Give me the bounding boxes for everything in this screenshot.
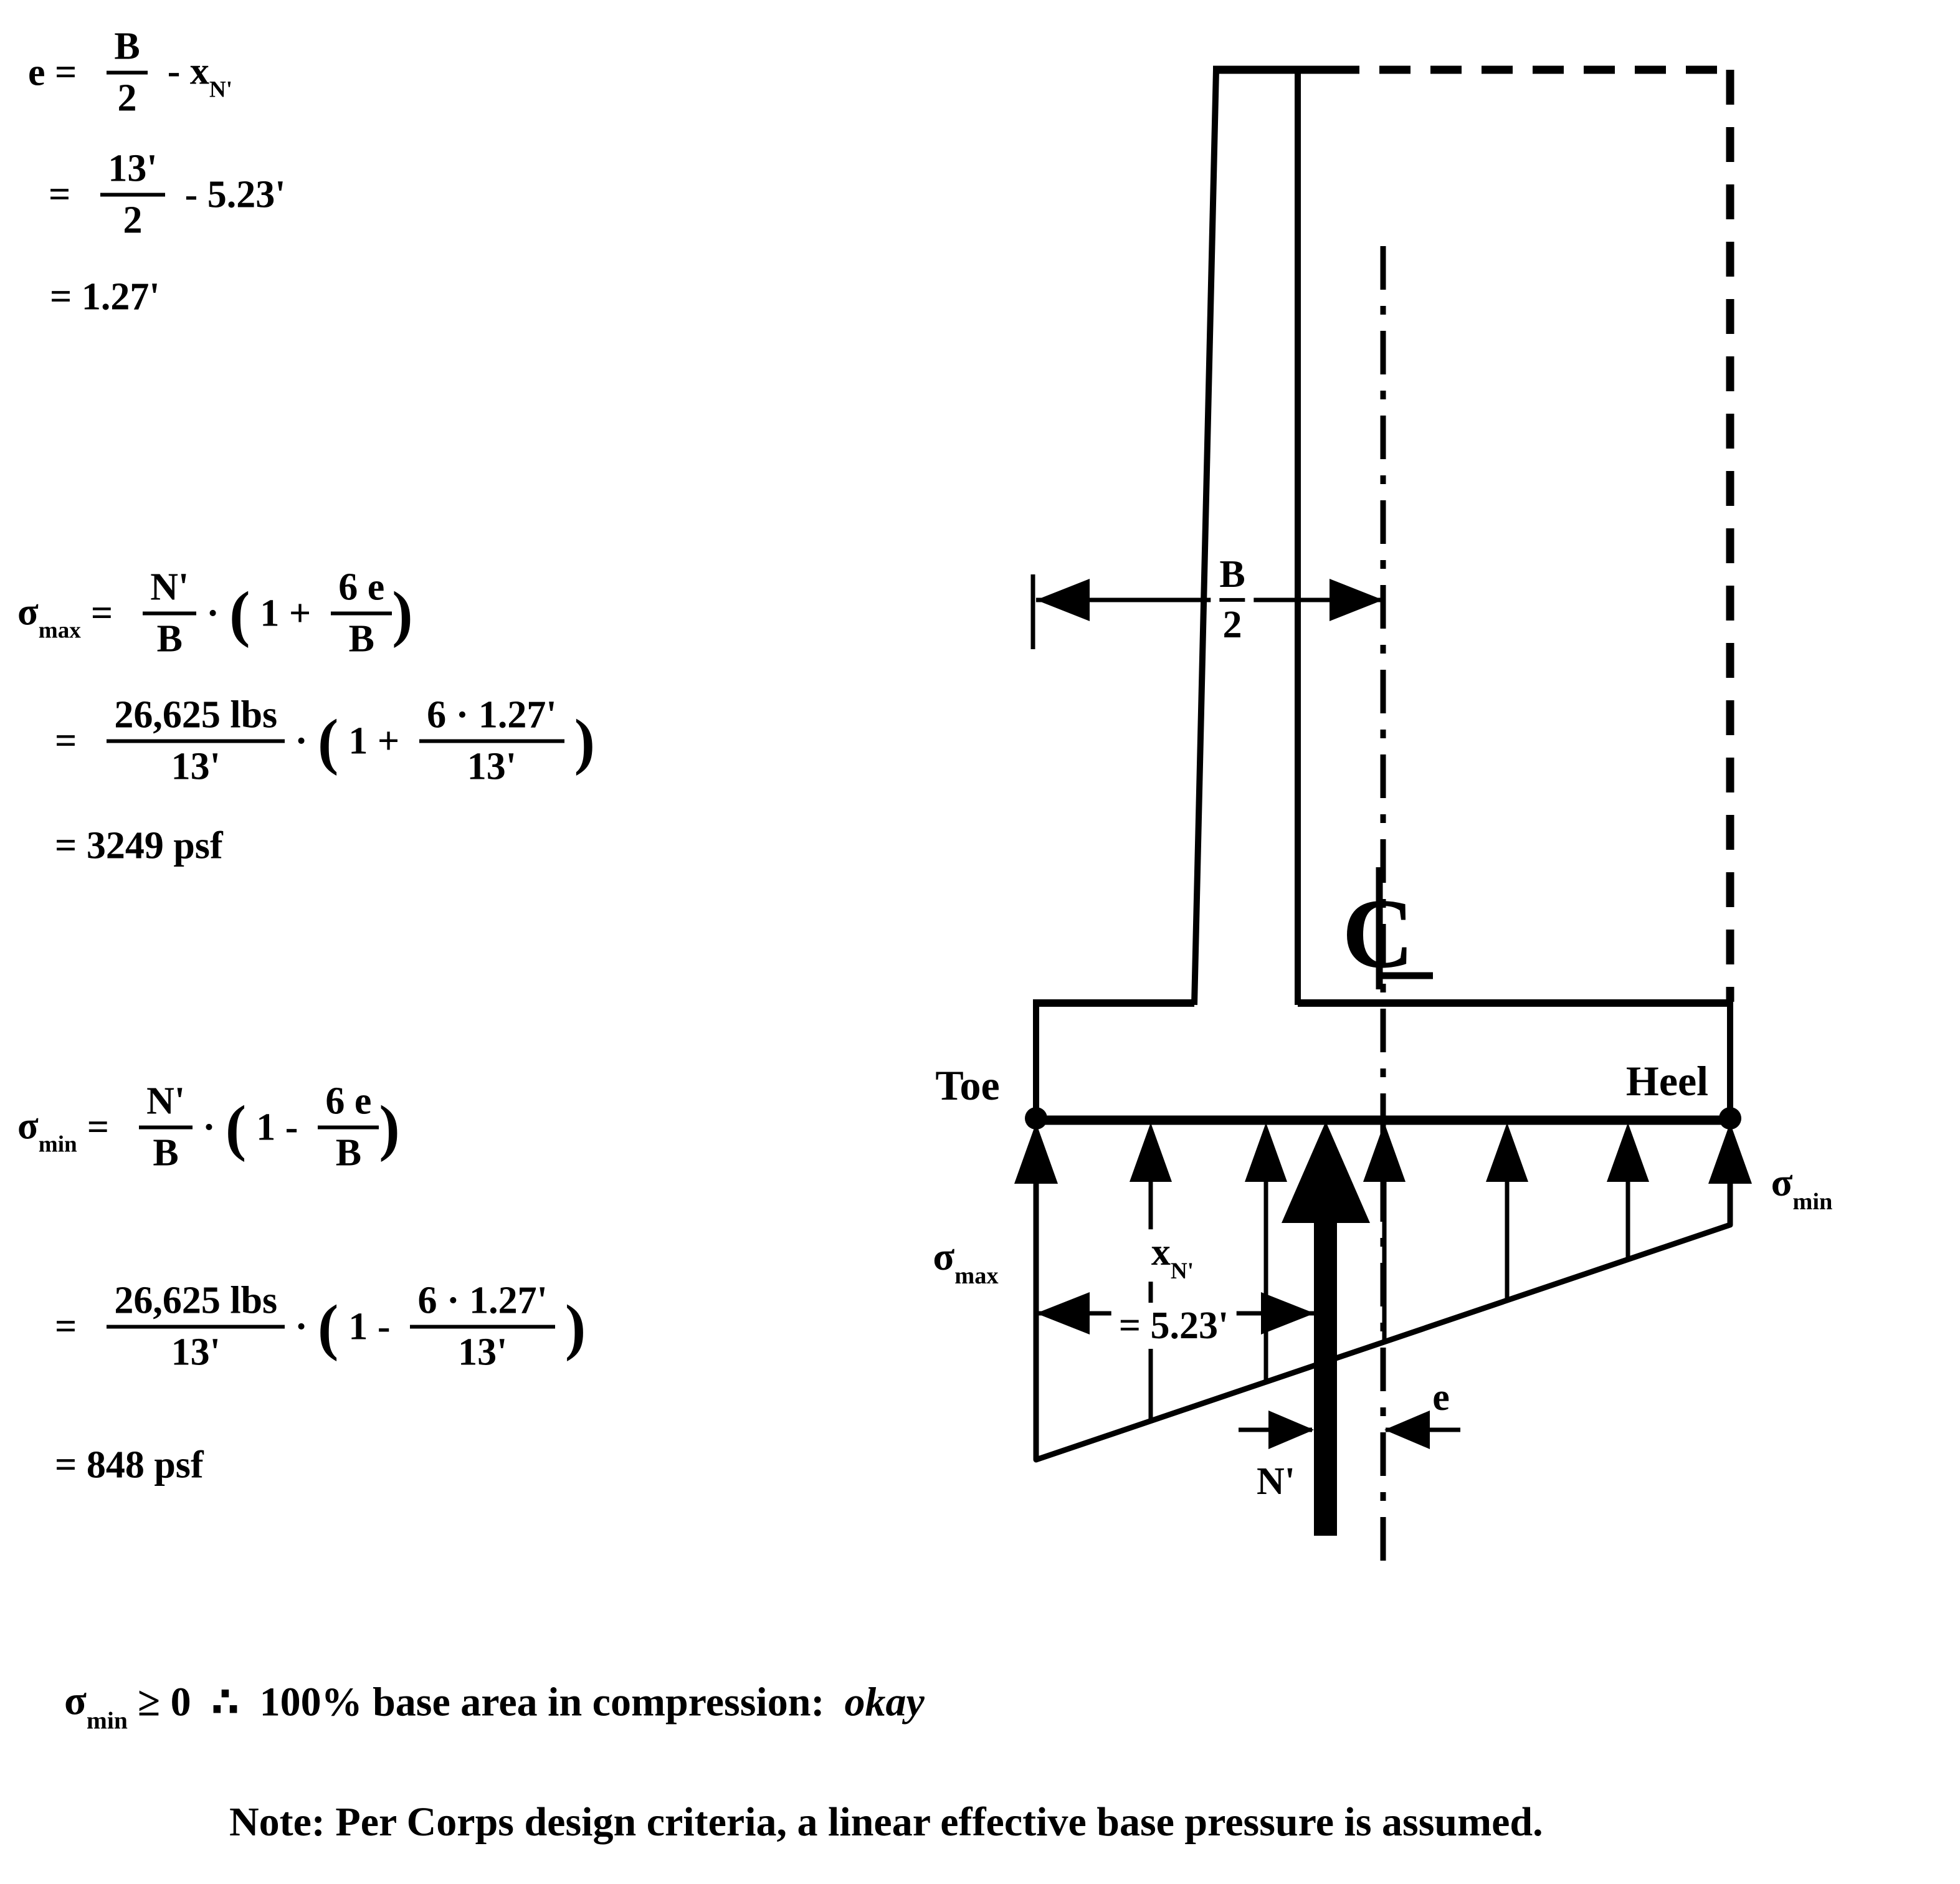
fraction: 26,625 lbs 13' (107, 694, 285, 789)
therefore-symbol: ∴ (211, 1680, 240, 1726)
fraction-bar (331, 612, 392, 616)
fraction: 6 · 1.27' 13' (419, 694, 564, 789)
eq-e-result: = 1.27' (50, 275, 160, 318)
conclusion-text: 100% base area in compression: (259, 1680, 825, 1725)
centerline-symbol-icon: C (1342, 867, 1433, 989)
inner-term: 1 - (256, 1106, 298, 1149)
condition: ≥ 0 (137, 1680, 191, 1725)
close-paren: ) (379, 1092, 400, 1163)
sigma-min-symbol: σmin (17, 1105, 77, 1158)
equals-sign: = (55, 1305, 77, 1348)
dot-operator: · (295, 1305, 308, 1348)
resultant-arrowhead (1282, 1121, 1370, 1223)
eq-e-row1: e = B 2 - xN' (28, 26, 232, 121)
fraction: N' B (139, 1080, 193, 1176)
eq-e-tail: - xN' (167, 50, 233, 103)
b2-arrowhead-left (1036, 579, 1090, 621)
inner-term: 1 + (260, 592, 312, 635)
xn-label: xN' (1143, 1229, 1202, 1283)
stem-left-edge (1191, 69, 1219, 1006)
fraction-bar (107, 740, 285, 743)
note-text: Note: Per Corps design criteria, a linea… (229, 1799, 1543, 1845)
fraction-bar (143, 612, 197, 616)
close-paren: ) (574, 706, 596, 776)
open-paren: ( (225, 1092, 247, 1163)
resultant-arrow-shaft (1314, 1215, 1337, 1536)
inner-term: 1 - (348, 1305, 391, 1348)
pressure-arrowhead (1486, 1123, 1528, 1182)
eq-e-row2: = 13' 2 - 5.23' (49, 148, 285, 243)
xn-arrowhead-left (1036, 1292, 1090, 1334)
fraction: 6 e B (331, 566, 392, 662)
pressure-arrowhead (1363, 1123, 1406, 1182)
fraction-bar (100, 193, 165, 197)
open-paren: ( (317, 1292, 339, 1362)
open-paren: ( (317, 706, 339, 776)
eq-smin-row1: σmin = N' B · ( 1 - 6 e B ) (17, 1080, 400, 1176)
fraction: N' B (143, 566, 197, 662)
dot-operator: · (206, 592, 219, 635)
pressure-arrowhead (1607, 1123, 1649, 1182)
equals-sign: = (87, 1106, 110, 1149)
toe-label: Toe (935, 1062, 1000, 1109)
fraction-bar (318, 1126, 379, 1130)
fraction: B 2 (107, 26, 148, 121)
eq-smin-row3: = 848 psf (55, 1444, 204, 1488)
fraction: 6 e B (318, 1080, 379, 1176)
e-arrowhead-right (1384, 1411, 1430, 1449)
pressure-arrowhead-heel (1708, 1123, 1752, 1184)
dot-operator: · (295, 720, 308, 763)
sigma-min-label: σmin (1771, 1159, 1833, 1216)
heel-point (1719, 1107, 1741, 1130)
fraction: 26,625 lbs 13' (107, 1280, 285, 1375)
b2-fraction-bar (1219, 598, 1245, 602)
eq-smin-row2: = 26,625 lbs 13' · ( 1 - 6 · 1.27' 13' ) (55, 1280, 586, 1375)
b2-numerator: B (1219, 553, 1245, 596)
fraction: 13' 2 (100, 148, 165, 243)
b2-denominator: 2 (1222, 604, 1242, 646)
fraction-bar (107, 71, 148, 75)
open-paren: ( (229, 578, 250, 649)
fraction-bar (419, 740, 564, 743)
n-prime-label: N' (1257, 1460, 1295, 1503)
b2-arrowhead-right (1330, 579, 1383, 621)
eq-e-lhs: e = (28, 51, 77, 94)
eq-smin-result: = 848 psf (55, 1444, 204, 1487)
conclusion-line: σmin ≥ 0 ∴ 100% base area in compression… (64, 1678, 925, 1734)
b-over-2-label: B 2 (1211, 550, 1254, 650)
note-line: Note: Per Corps design criteria, a linea… (229, 1799, 1543, 1846)
fraction-bar (410, 1325, 555, 1329)
equals-sign: = (90, 592, 113, 635)
xn-arrowhead-right (1261, 1292, 1315, 1334)
fraction: 6 · 1.27' 13' (410, 1280, 555, 1375)
sigma-min-symbol: σmin (64, 1678, 128, 1734)
close-paren: ) (564, 1292, 586, 1362)
pressure-arrowhead-toe (1014, 1123, 1058, 1184)
dot-operator: · (202, 1106, 216, 1149)
pressure-arrowhead (1130, 1123, 1172, 1182)
eq-e-row3: = 1.27' (50, 275, 160, 320)
eq-smax-row3: = 3249 psf (55, 824, 223, 868)
eq-smax-row1: σmax = N' B · ( 1 + 6 e B ) (17, 566, 413, 662)
toe-point (1025, 1107, 1047, 1130)
sigma-max-label: σmax (933, 1234, 999, 1290)
fraction-bar (139, 1126, 193, 1130)
pressure-arrowhead (1245, 1123, 1287, 1182)
xn-value-label: = 5.23' (1111, 1303, 1237, 1349)
inner-term: 1 + (348, 720, 400, 763)
equals-sign: = (49, 173, 71, 216)
pressure-trapezoid-outline (1033, 1174, 1733, 1463)
eq-smax-row2: = 26,625 lbs 13' · ( 1 + 6 · 1.27' 13' ) (55, 694, 595, 789)
heel-label: Heel (1625, 1057, 1709, 1105)
equals-sign: = (55, 720, 77, 763)
eq-smax-result: = 3249 psf (55, 824, 223, 867)
fraction-bar (107, 1325, 285, 1329)
sigma-max-symbol: σmax (17, 591, 81, 644)
e-label: e (1432, 1376, 1450, 1419)
eq-e-row2-tail: - 5.23' (184, 173, 286, 216)
close-paren: ) (392, 578, 413, 649)
e-arrowhead-left (1268, 1411, 1314, 1449)
okay-text: okay (844, 1680, 925, 1725)
